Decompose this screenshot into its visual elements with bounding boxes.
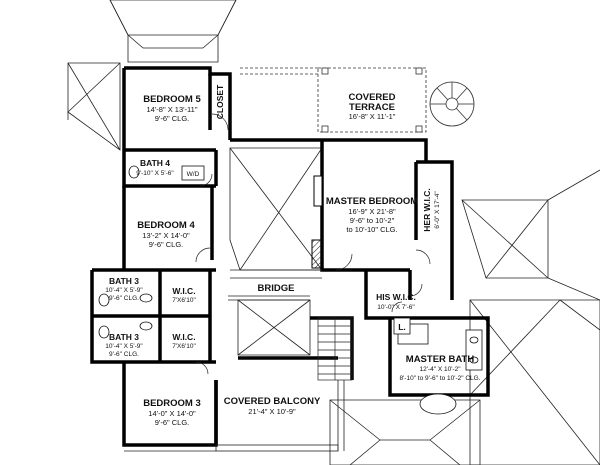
- covered-balcony-dims: 21'-4" X 10'-9": [248, 407, 296, 416]
- washer-dryer-label: W/D: [187, 171, 200, 178]
- fixtures: [98, 165, 483, 415]
- her-wic-dims: 6'-0" X 17'-4": [434, 191, 441, 229]
- room-wic-upper: W.I.C. 7'X6'10": [172, 286, 196, 304]
- bridge-label: BRIDGE: [258, 283, 295, 294]
- bath3a-dims: 10'-4" X 5'-9": [105, 287, 143, 294]
- bedroom4-name: BEDROOM 4: [137, 220, 195, 231]
- bedroom4-dims: 13'-2" X 14'-0": [142, 231, 190, 240]
- wic-b-dims: 7'X6'10": [172, 343, 196, 350]
- roof-bottom: [329, 399, 481, 465]
- stair-treads: [317, 317, 353, 381]
- room-covered-balcony: COVERED BALCONY 21'-4" X 10'-9": [224, 396, 321, 416]
- room-bedroom4: BEDROOM 4 13'-2" X 14'-0" 9'-6" CLG.: [137, 220, 195, 249]
- bedroom5-dims: 14'-8" X 13'-11": [147, 105, 198, 114]
- master-bedroom-ceiling2: to 10'-10" CLG.: [346, 225, 397, 234]
- bedroom3-ceiling: 9'-6" CLG.: [155, 418, 190, 427]
- his-wic-dims: 10'-0" X 7'-6": [377, 304, 415, 311]
- room-his-wic: HIS W.I.C. 10'-0" X 7'-6": [376, 292, 416, 311]
- bath4-name: BATH 4: [140, 158, 170, 168]
- bath3b-toilet: [98, 325, 110, 339]
- his-wic-name: HIS W.I.C.: [376, 292, 416, 302]
- room-bedroom3: BEDROOM 3 14'-0" X 14'-0" 9'-6" CLG.: [143, 398, 201, 427]
- her-wic-name: HER W.I.C.: [422, 188, 432, 231]
- room-her-wic: HER W.I.C. 6'-0" X 17'-4": [422, 188, 441, 231]
- wic-b-name: W.I.C.: [172, 332, 195, 342]
- bath3b-dims: 10'-4" X 5'-9": [105, 343, 143, 350]
- wic-a-name: W.I.C.: [172, 286, 195, 296]
- bath4-vanity: [181, 165, 205, 181]
- room-bath4: BATH 4 9'-10" X 5'-6" W/D: [136, 158, 199, 178]
- terrace-name1: COVERED: [349, 92, 396, 103]
- covered-balcony-name: COVERED BALCONY: [224, 396, 321, 407]
- balcony-rail: [124, 380, 345, 452]
- room-master-bath: MASTER BATH 12'-4" X 10'-2" 8'-10" to 9'…: [399, 354, 480, 382]
- bedroom3-name: BEDROOM 3: [143, 398, 201, 409]
- laundry-box: [393, 317, 411, 335]
- master-bath-name: MASTER BATH: [406, 354, 475, 365]
- door-swings: [195, 113, 431, 375]
- bath4-dims: 9'-10" X 5'-6": [136, 170, 174, 177]
- bedroom5-ceiling: 9'-6" CLG.: [155, 114, 190, 123]
- roof-bottom-right: [469, 299, 600, 465]
- closet-label: CLOSET: [215, 84, 225, 119]
- room-bath3-lower: BATH 3 10'-4" X 5'-9" 9'-6" CLG.: [105, 332, 143, 358]
- terrace-dims: 16'-8" X 11'-1": [349, 112, 396, 121]
- bath3a-ceiling: 9'-6" CLG.: [109, 295, 139, 302]
- spiral-staircase: [429, 81, 475, 127]
- room-bath3-upper: BATH 3 10'-4" X 5'-9" 9'-6" CLG.: [105, 276, 143, 302]
- roof-lines: [67, 0, 600, 465]
- bath4-toilet: [128, 165, 140, 179]
- master-tub: [419, 393, 457, 415]
- room-wic-lower: W.I.C. 7'X6'10": [172, 332, 196, 350]
- master-bedroom-dims: 16'-9" X 21'-8": [348, 207, 396, 216]
- bath3a-sink: [139, 293, 153, 303]
- master-bath-dims: 12'-4" X 10'-2": [419, 366, 461, 373]
- bath3a-toilet: [98, 293, 110, 307]
- bedroom3-dims: 14'-0" X 14'-0": [148, 409, 196, 418]
- bath3b-sink: [139, 321, 153, 331]
- bridge-rails: [228, 269, 322, 301]
- roof-top-hip: [109, 0, 237, 36]
- master-bedroom-name: MASTER BEDROOM: [326, 196, 418, 207]
- room-terrace: COVERED TERRACE 16'-8" X 11'-1": [349, 92, 396, 121]
- laundry-label: L.: [398, 322, 406, 332]
- wic-a-dims: 7'X6'10": [172, 297, 196, 304]
- master-bedroom-ceiling1: 9'-6" to 10'-2": [350, 216, 395, 225]
- fireplace: [311, 175, 323, 269]
- bedroom5-name: BEDROOM 5: [143, 94, 201, 105]
- room-master-bedroom: MASTER BEDROOM 16'-9" X 21'-8" 9'-6" to …: [326, 196, 418, 234]
- room-bedroom5: BEDROOM 5 14'-8" X 13'-11" 9'-6" CLG.: [143, 94, 201, 123]
- bedroom4-ceiling: 9'-6" CLG.: [149, 240, 184, 249]
- terrace-area: [240, 67, 475, 133]
- bath3b-name: BATH 3: [109, 332, 139, 342]
- bath3a-name: BATH 3: [109, 276, 139, 286]
- bath3b-ceiling: 9'-6" CLG.: [109, 351, 139, 358]
- terrace-name2: TERRACE: [349, 102, 395, 113]
- walls: [90, 66, 490, 447]
- master-bath-ceiling: 8'-10" to 9'-6" to 10'-2" CLG.: [399, 375, 480, 382]
